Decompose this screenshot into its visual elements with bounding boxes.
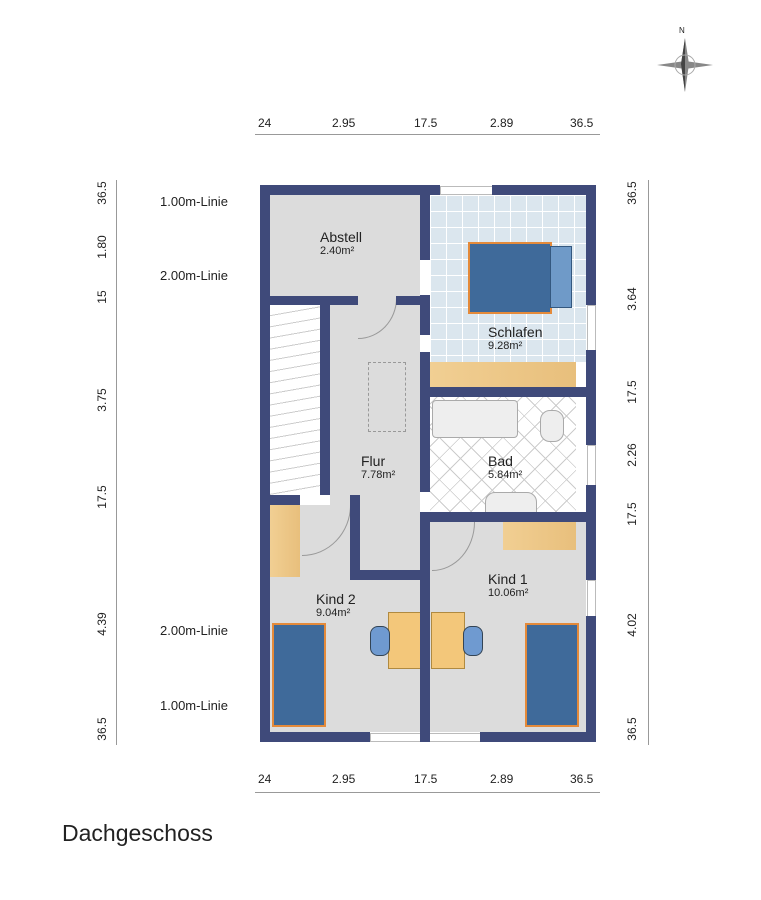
- wall: [260, 185, 270, 742]
- line-label-1m-top: 1.00m-Linie: [160, 194, 228, 209]
- desk-kind2: [388, 612, 422, 669]
- wall: [420, 185, 430, 260]
- dim-top-4: 2.89: [490, 116, 514, 130]
- chair-kind1: [463, 626, 483, 656]
- room-area: 5.84m²: [488, 469, 523, 481]
- dim-top-1: 24: [258, 116, 272, 130]
- dim-line-right: [648, 180, 649, 745]
- wall: [420, 512, 430, 742]
- compass-north-label: N: [679, 26, 685, 35]
- wall: [350, 495, 360, 580]
- wardrobe-kind2: [270, 505, 300, 577]
- bed-schlafen: [468, 242, 552, 314]
- bed-kind2: [272, 623, 326, 727]
- wall: [586, 185, 596, 305]
- dim-right-6: 4.02: [625, 613, 639, 637]
- dim-right-4: 2.26: [625, 443, 639, 467]
- line-label-2m-bottom: 2.00m-Linie: [160, 623, 228, 638]
- roof-window-flur: [368, 362, 406, 432]
- dim-left-2: 1.80: [95, 235, 109, 259]
- room-name: Abstell: [320, 229, 363, 245]
- dim-top-5: 36.5: [570, 116, 594, 130]
- line-label-2m-top: 2.00m-Linie: [160, 268, 228, 283]
- dim-right-1: 36.5: [625, 181, 639, 205]
- pillow-schlafen: [550, 246, 572, 308]
- wall: [586, 350, 596, 445]
- wall: [396, 296, 426, 305]
- room-area: 9.04m²: [316, 607, 351, 619]
- bathtub: [432, 400, 518, 438]
- room-name: Schlafen: [488, 324, 543, 340]
- compass: N: [655, 26, 715, 95]
- room-name: Flur: [361, 453, 386, 469]
- wall: [430, 387, 586, 397]
- wardrobe-kind1: [503, 522, 576, 550]
- dim-bottom-2: 2.95: [332, 772, 356, 786]
- desk-kind1: [431, 612, 465, 669]
- dim-right-2: 3.64: [625, 287, 639, 311]
- wall: [270, 296, 358, 305]
- dim-bottom-3: 17.5: [414, 772, 438, 786]
- dim-line-top: [255, 134, 600, 135]
- dim-left-3: 15: [95, 290, 109, 304]
- wall: [420, 352, 430, 492]
- bed-kind1: [525, 623, 579, 727]
- dim-left-6: 4.39: [95, 612, 109, 636]
- dim-right-7: 36.5: [625, 717, 639, 741]
- window: [587, 580, 596, 618]
- wall: [492, 185, 596, 195]
- line-label-1m-bottom: 1.00m-Linie: [160, 698, 228, 713]
- dim-bottom-1: 24: [258, 772, 272, 786]
- window: [440, 186, 493, 195]
- wall: [270, 495, 300, 505]
- window: [587, 305, 596, 352]
- dim-left-4: 3.75: [95, 388, 109, 412]
- window: [587, 445, 596, 487]
- room-area: 9.28m²: [488, 340, 523, 352]
- room-name: Kind 2: [316, 591, 356, 607]
- wall: [260, 732, 370, 742]
- room-area: 10.06m²: [488, 587, 529, 599]
- washbasin: [485, 492, 537, 514]
- wall: [430, 512, 586, 522]
- dim-top-2: 2.95: [332, 116, 356, 130]
- room-area: 2.40m²: [320, 245, 355, 257]
- room-name: Kind 1: [488, 571, 528, 587]
- wall: [420, 295, 430, 335]
- wall: [480, 732, 596, 742]
- dim-left-7: 36.5: [95, 717, 109, 741]
- compass-rose-icon: [657, 38, 713, 92]
- wardrobe-schlafen: [430, 362, 576, 387]
- toilet: [540, 410, 564, 442]
- dim-line-left: [116, 180, 117, 745]
- wall: [320, 305, 330, 495]
- dim-top-3: 17.5: [414, 116, 438, 130]
- room-name: Bad: [488, 453, 513, 469]
- wall: [350, 570, 420, 580]
- dim-right-3: 17.5: [625, 380, 639, 404]
- room-area: 7.78m²: [361, 469, 396, 481]
- plan-title: Dachgeschoss: [62, 820, 213, 846]
- dim-bottom-4: 2.89: [490, 772, 514, 786]
- dim-bottom-5: 36.5: [570, 772, 594, 786]
- wall: [586, 616, 596, 742]
- wall: [260, 185, 440, 195]
- abstell-floor: [270, 195, 420, 296]
- chair-kind2: [370, 626, 390, 656]
- wall: [586, 485, 596, 580]
- dim-left-1: 36.5: [95, 181, 109, 205]
- dim-line-bottom: [255, 792, 600, 793]
- dim-left-5: 17.5: [95, 485, 109, 509]
- dim-right-5: 17.5: [625, 502, 639, 526]
- staircase: [270, 305, 322, 495]
